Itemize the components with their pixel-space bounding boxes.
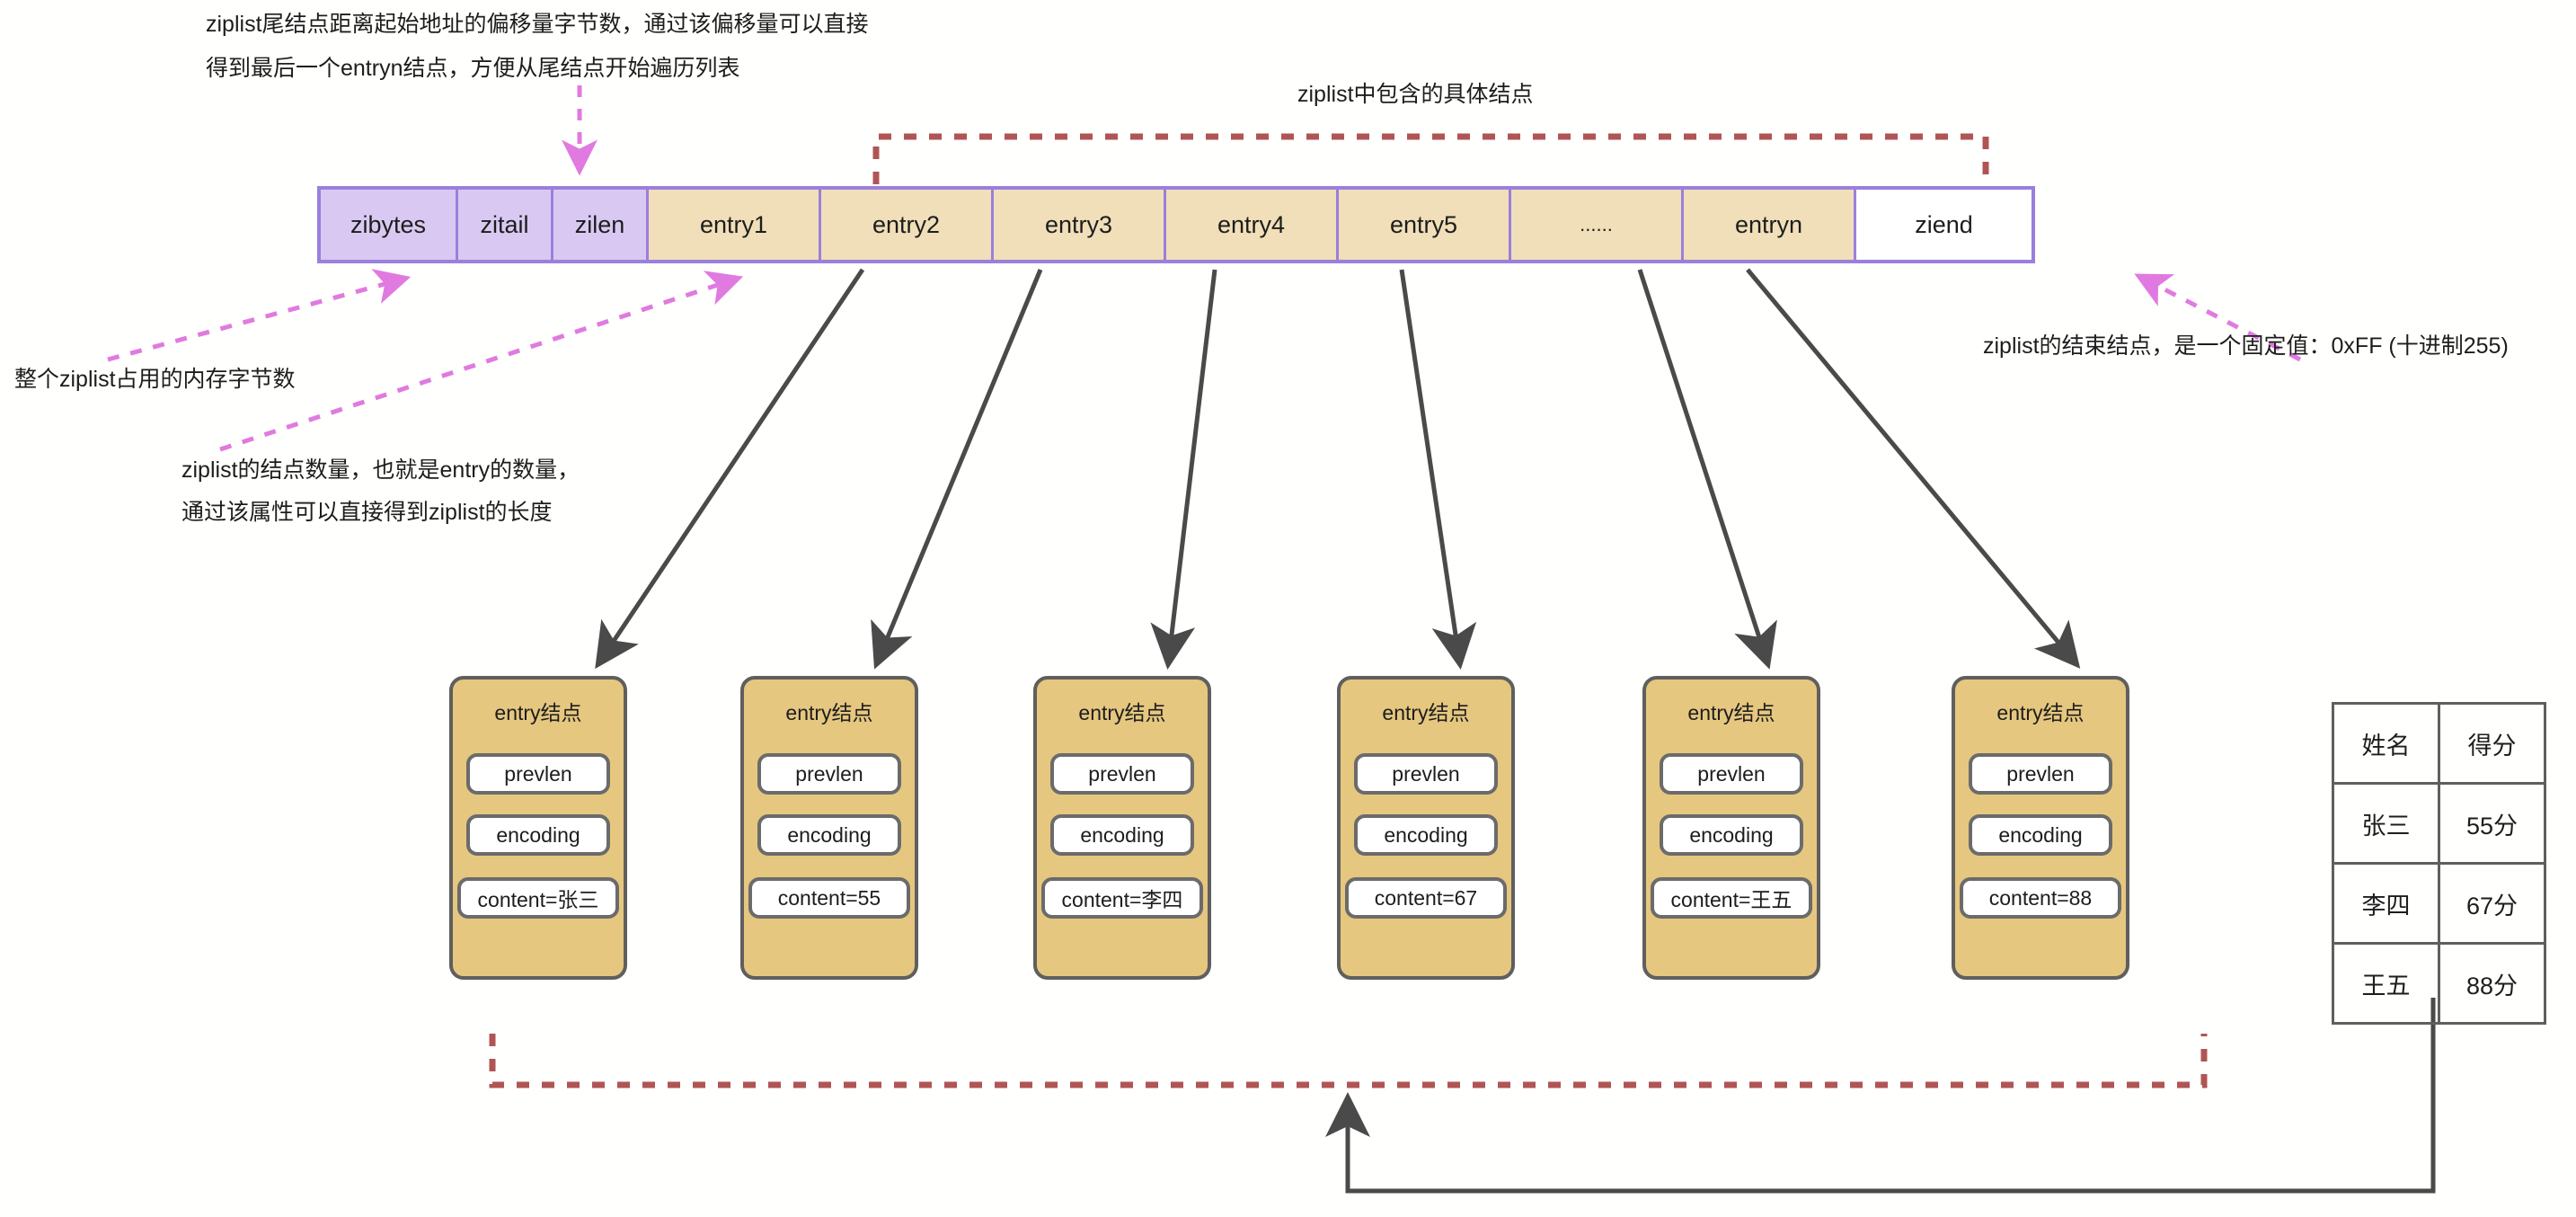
arrow-entry4-to-node4 bbox=[1399, 269, 1477, 670]
ziend-note: ziplist的结束结点，是一个固定值：0xFF (十进制255) bbox=[1983, 333, 2509, 359]
table-cell-score: 88分 bbox=[2438, 942, 2546, 1025]
entry-node-5[interactable]: entry结点 prevlen encoding content=王五 bbox=[1642, 676, 1820, 980]
ziplist-cell-ziend[interactable]: ziend bbox=[1856, 190, 2032, 260]
ziplist-cell-entry1[interactable]: entry1 bbox=[649, 190, 821, 260]
entries-bracket-label: ziplist中包含的具体结点 bbox=[1297, 82, 1534, 107]
score-table: 姓名 得分 张三 55分 李四 67分 王五 88分 bbox=[2332, 702, 2546, 1025]
arrow-zlbytes bbox=[107, 269, 412, 362]
entry-node-encoding[interactable]: encoding bbox=[1050, 814, 1194, 856]
zllen-note-line1: ziplist的结点数量，也就是entry的数量， bbox=[181, 457, 580, 483]
entry-node-title: entry结点 bbox=[1996, 701, 2085, 724]
entry-node-content[interactable]: content=88 bbox=[1960, 877, 2121, 919]
entry-node-1[interactable]: entry结点 prevlen encoding content=张三 bbox=[449, 676, 627, 980]
arrow-entry2-to-node2 bbox=[871, 269, 1043, 670]
arrow-entry3-to-node3 bbox=[1150, 269, 1217, 670]
entry-node-prevlen[interactable]: prevlen bbox=[1050, 753, 1194, 795]
table-row: 张三 55分 bbox=[2332, 782, 2546, 865]
entry-node-prevlen[interactable]: prevlen bbox=[1354, 753, 1498, 795]
ziplist-cell-label: zitail bbox=[480, 210, 529, 238]
table-header-score: 得分 bbox=[2438, 702, 2546, 785]
entry-node-title: entry结点 bbox=[785, 701, 873, 724]
zlbytes-note: 整个ziplist占用的内存字节数 bbox=[14, 367, 296, 392]
ziplist-cell-entry4[interactable]: entry4 bbox=[1166, 190, 1339, 260]
ziplist-cell-zibytes[interactable]: zibytes bbox=[321, 190, 458, 260]
entry-node-content[interactable]: content=王五 bbox=[1651, 877, 1812, 919]
ziplist-cell-entry2[interactable]: entry2 bbox=[821, 190, 994, 260]
ziplist-cell-label: entry1 bbox=[699, 210, 768, 238]
entries-bracket-bottom bbox=[489, 1034, 2208, 1088]
table-to-bracket-connector bbox=[1325, 998, 2436, 1194]
entry-node-6[interactable]: entry结点 prevlen encoding content=88 bbox=[1952, 676, 2129, 980]
ziplist-cell-entry5[interactable]: entry5 bbox=[1339, 190, 1511, 260]
entry-node-2[interactable]: entry结点 prevlen encoding content=55 bbox=[740, 676, 918, 980]
ziplist-cell-entry3[interactable]: entry3 bbox=[994, 190, 1166, 260]
entry-node-content[interactable]: content=55 bbox=[748, 877, 910, 919]
ziplist-cell-label: ziend bbox=[1915, 210, 1973, 238]
entry-node-prevlen[interactable]: prevlen bbox=[1660, 753, 1803, 795]
zitail-note-line1: ziplist尾结点距离起始地址的偏移量字节数，通过该偏移量可以直接 bbox=[206, 12, 869, 37]
entry-node-prevlen[interactable]: prevlen bbox=[466, 753, 610, 795]
entry-node-content[interactable]: content=张三 bbox=[457, 877, 619, 919]
table-row: 王五 88分 bbox=[2332, 942, 2546, 1025]
arrow-zllen bbox=[219, 271, 744, 452]
ziplist-cell-label: entry5 bbox=[1389, 210, 1458, 238]
table-header-name: 姓名 bbox=[2332, 702, 2440, 785]
ziplist-cell-zitail[interactable]: zitail bbox=[458, 190, 553, 260]
arrow-entry1-to-node1 bbox=[595, 268, 865, 670]
entry-node-encoding[interactable]: encoding bbox=[466, 814, 610, 856]
entry-node-title: entry结点 bbox=[1382, 701, 1470, 724]
ziplist-cell-label: entry2 bbox=[872, 210, 941, 238]
entry-node-content[interactable]: content=李四 bbox=[1041, 877, 1203, 919]
entry-node-encoding[interactable]: encoding bbox=[1969, 814, 2112, 856]
zitail-note-line2: 得到最后一个entryn结点，方便从尾结点开始遍历列表 bbox=[206, 56, 740, 81]
entry-node-content[interactable]: content=67 bbox=[1345, 877, 1507, 919]
ziplist-cell-zilen[interactable]: zilen bbox=[553, 190, 649, 260]
entries-bracket-top bbox=[872, 133, 1989, 184]
arrow-entry5-to-node5 bbox=[1637, 269, 1777, 670]
table-cell-name: 张三 bbox=[2332, 782, 2440, 865]
ziplist-cell-label: zilen bbox=[574, 210, 625, 238]
ziplist-bar: zibytes zitail zilen entry1 entry2 entry… bbox=[317, 186, 2035, 263]
table-cell-score: 67分 bbox=[2438, 862, 2546, 945]
entry-node-encoding[interactable]: encoding bbox=[1354, 814, 1498, 856]
entry-node-title: entry结点 bbox=[1687, 701, 1775, 724]
entry-node-3[interactable]: entry结点 prevlen encoding content=李四 bbox=[1033, 676, 1211, 980]
zllen-note-line2: 通过该属性可以直接得到ziplist的长度 bbox=[181, 500, 553, 525]
ziplist-cell-label: entry3 bbox=[1044, 210, 1113, 238]
entry-node-encoding[interactable]: encoding bbox=[1660, 814, 1803, 856]
ziplist-cell-label: ...... bbox=[1580, 213, 1613, 235]
table-cell-name: 李四 bbox=[2332, 862, 2440, 945]
ziplist-cell-ellipsis[interactable]: ...... bbox=[1511, 190, 1684, 260]
table-cell-score: 55分 bbox=[2438, 782, 2546, 865]
ziplist-cell-label: entry4 bbox=[1217, 210, 1286, 238]
table-cell-name: 王五 bbox=[2332, 942, 2440, 1025]
entry-node-title: entry结点 bbox=[1078, 701, 1166, 724]
entry-node-title: entry结点 bbox=[494, 701, 582, 724]
table-header-row: 姓名 得分 bbox=[2332, 702, 2546, 785]
ziplist-cell-entryn[interactable]: entryn bbox=[1684, 190, 1856, 260]
entry-node-4[interactable]: entry结点 prevlen encoding content=67 bbox=[1337, 676, 1515, 980]
table-row: 李四 67分 bbox=[2332, 862, 2546, 945]
entry-node-prevlen[interactable]: prevlen bbox=[1969, 753, 2112, 795]
ziplist-cell-label: zibytes bbox=[350, 210, 427, 238]
ziplist-cell-label: entryn bbox=[1734, 210, 1803, 238]
entry-node-encoding[interactable]: encoding bbox=[757, 814, 901, 856]
entry-node-prevlen[interactable]: prevlen bbox=[757, 753, 901, 795]
